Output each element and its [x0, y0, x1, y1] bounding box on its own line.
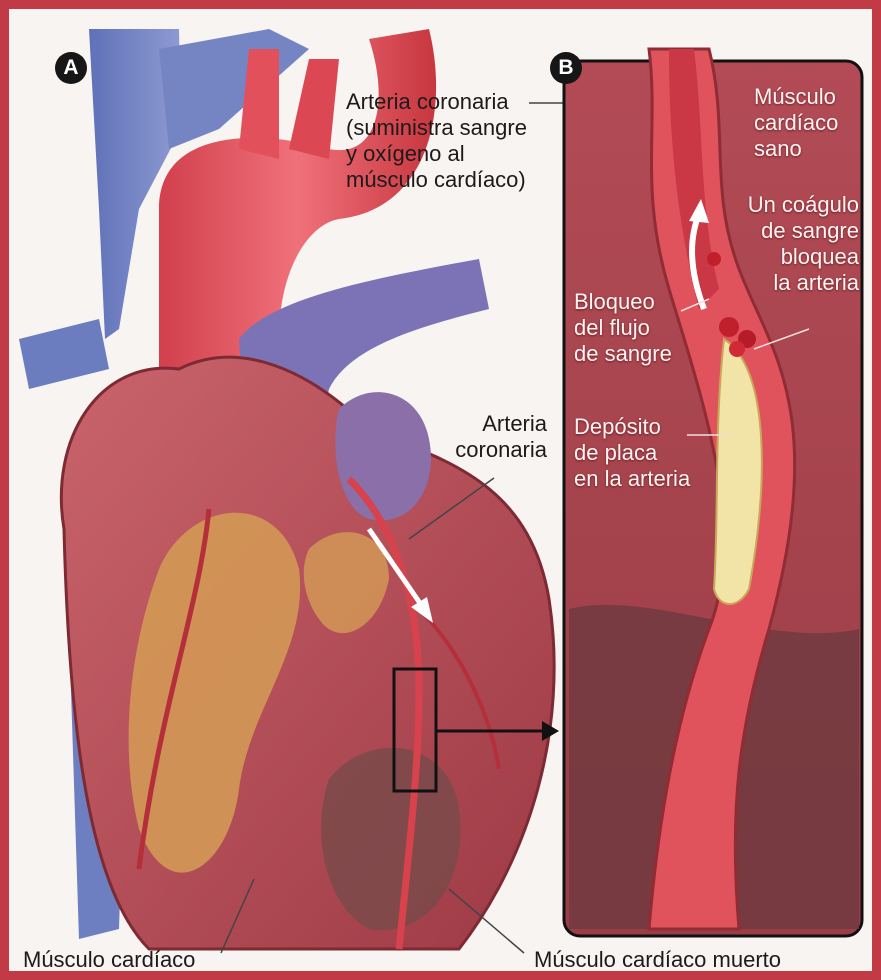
vein-branch-left: [19, 319, 109, 389]
left-atrium: [335, 392, 431, 520]
clot-cell-1: [719, 317, 739, 337]
label-arteria-coronaria-top: Arteria coronaria (suministra sangre y o…: [346, 89, 527, 193]
artery-panel-b: [564, 49, 862, 936]
aortic-branch-2: [289, 59, 339, 159]
label-deposito: Depósito de placa en la arteria: [574, 414, 690, 492]
label-musculo-sano: Músculo cardíaco sano: [754, 84, 838, 162]
panel-label-a: A: [55, 52, 87, 84]
clot-cell-3: [729, 341, 745, 357]
label-musculo-cardiaco-muerto: Músculo cardíaco muerto: [534, 947, 781, 973]
label-coagulo: Un coágulo de sangre bloquea la arteria: [717, 192, 859, 296]
label-arteria-coronaria-mid: Arteria coronaria: [437, 411, 547, 463]
label-bloqueo: Bloqueo del flujo de sangre: [574, 289, 672, 367]
vein-branch-upper: [159, 29, 309, 149]
label-musculo-cardiaco: Músculo cardíaco: [23, 947, 195, 973]
panel-label-b: B: [550, 52, 582, 84]
